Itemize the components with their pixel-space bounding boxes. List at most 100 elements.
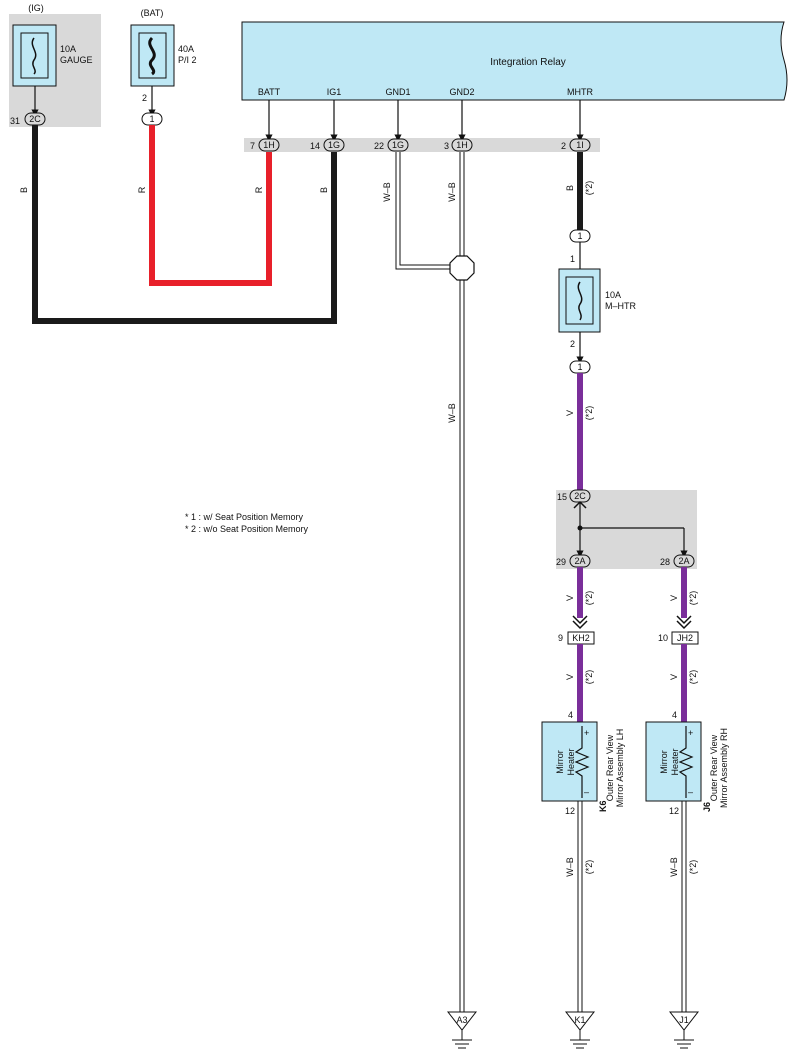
wire-b-label-ig1: B (319, 187, 329, 193)
relay-connector-batt: 7 1H (250, 138, 280, 152)
ground-k1: K1 (564, 1011, 596, 1049)
relay-connector-gnd2: 3 1H (444, 138, 473, 152)
mhtr-fuse (558, 268, 601, 333)
terminal-batt-label: BATT (258, 87, 281, 97)
mhtr-out-connector-label: 1 (577, 362, 582, 372)
terminal-mhtr-label: MHTR (567, 87, 593, 97)
rh-part-code: J6 (702, 802, 712, 812)
ig-pin: 31 (10, 116, 20, 126)
wire-v-label-lh-lower: V (565, 674, 575, 680)
wire-v-label-lh-upper: V (565, 595, 575, 601)
rh-conn-pin: 10 (658, 633, 668, 643)
rh-connector-label: JH2 (677, 633, 693, 643)
gauge-fuse-element-icon (31, 37, 37, 75)
wire-wb-rh (681, 801, 687, 1012)
rh-pin-out: 12 (669, 806, 679, 816)
svg-text:7: 7 (250, 141, 255, 151)
rh-minus-symbol: – (688, 787, 693, 797)
junction-in-connector-label: 2C (574, 491, 586, 501)
junction-rh-connector-label: 2A (678, 556, 689, 566)
wire-r-label-bat: R (137, 186, 147, 193)
bat-pin: 2 (142, 93, 147, 103)
wire-v-label-rh-upper: V (669, 595, 679, 601)
lh-conn-pin: 9 (558, 633, 563, 643)
pi2-fuse (130, 24, 175, 87)
wire-wb-label-rh: W–B (669, 857, 679, 877)
note2-v-lh-lower: (*2) (584, 670, 594, 685)
mhtr-fuse-amp: 10A (605, 290, 621, 300)
terminal-gnd1-label: GND1 (385, 87, 410, 97)
lh-connector-label: KH2 (572, 633, 590, 643)
svg-text:1G: 1G (328, 140, 340, 150)
note2-mhtr-b: (*2) (584, 181, 594, 196)
svg-text:1H: 1H (456, 140, 468, 150)
junction-rh-pin: 28 (660, 557, 670, 567)
wire-wb-label-main: W–B (447, 403, 457, 423)
rh-heater-resistor-icon (678, 726, 694, 798)
gauge-fuse (12, 24, 57, 87)
junction-in-pin: 15 (557, 492, 567, 502)
svg-text:A3: A3 (456, 1015, 467, 1025)
wire-wb-gnd2-main (459, 152, 465, 1012)
lh-plus-symbol: + (584, 728, 589, 738)
wire-wb-lh (577, 801, 583, 1012)
svg-text:K1: K1 (574, 1015, 585, 1025)
rh-pin-in: 4 (672, 710, 677, 720)
lh-name-1: Outer Rear View (605, 734, 615, 801)
relay-connector-mhtr: 2 1I (561, 138, 591, 152)
wire-v-label-rh-lower: V (669, 674, 679, 680)
legend-note-2: * 2 : w/o Seat Position Memory (185, 524, 309, 534)
legend-note-1: * 1 : w/ Seat Position Memory (185, 512, 304, 522)
rh-mirror-heater (645, 721, 702, 802)
rh-heater-label-1: Mirror (659, 750, 669, 774)
gauge-fuse-amp: 10A (60, 44, 76, 54)
lh-name-2: Mirror Assembly LH (615, 729, 625, 808)
mhtr-fuse-pin-in: 1 (570, 254, 575, 264)
note2-v-rh-lower: (*2) (688, 670, 698, 685)
note2-wb-rh: (*2) (688, 860, 698, 875)
relay-title: Integration Relay (490, 57, 566, 68)
rh-name-2: Mirror Assembly RH (719, 728, 729, 808)
gauge-fuse-name: GAUGE (60, 55, 93, 65)
wire-wb-gnd1 (395, 152, 452, 270)
lh-part-code: K6 (598, 800, 608, 812)
rh-plus-symbol: + (688, 728, 693, 738)
rh-heater-label-2: Heater (670, 748, 680, 775)
ig-connector-label: 2C (29, 114, 41, 124)
svg-text:1G: 1G (392, 140, 404, 150)
wire-wb-label-gnd2: W–B (447, 182, 457, 202)
note2-v-lh-upper: (*2) (584, 591, 594, 606)
lh-mirror-heater (541, 721, 598, 802)
wire-b-ig-to-ig1 (32, 125, 337, 324)
svg-text:2: 2 (561, 141, 566, 151)
lh-pin-in: 4 (568, 710, 573, 720)
pi2-fuse-name: P/I 2 (178, 55, 197, 65)
wire-r-bat-to-batt (149, 125, 272, 286)
bat-source-label: (BAT) (141, 8, 164, 18)
terminal-ig1-label: IG1 (327, 87, 342, 97)
mhtr-fuse-pin-out: 2 (570, 339, 575, 349)
relay-connector-ig1: 14 1G (310, 138, 345, 152)
ig-source-label: (IG) (28, 3, 44, 13)
junction-lh-pin: 29 (556, 557, 566, 567)
ground-splice-octagon (449, 255, 475, 281)
pi2-fuse-element-icon (148, 36, 156, 76)
mhtr-fuse-name: M–HTR (605, 301, 636, 311)
lh-heater-label-1: Mirror (555, 750, 565, 774)
lh-minus-symbol: – (584, 787, 589, 797)
svg-text:3: 3 (444, 141, 449, 151)
note2-wb-lh: (*2) (584, 860, 594, 875)
rh-name-1: Outer Rear View (709, 734, 719, 801)
mhtr-fuse-element-icon (577, 281, 583, 321)
mhtr-in-connector-label: 1 (577, 231, 582, 241)
wire-b-label-mhtr: B (565, 185, 575, 191)
wire-wb-label-lh: W–B (565, 857, 575, 877)
junction-lh-connector-label: 2A (574, 556, 585, 566)
svg-text:22: 22 (374, 141, 384, 151)
ground-j1: J1 (668, 1011, 700, 1049)
lh-heater-resistor-icon (574, 726, 590, 798)
svg-text:14: 14 (310, 141, 320, 151)
wire-wb-label-gnd1: W–B (382, 182, 392, 202)
ground-a3: A3 (446, 1011, 478, 1049)
